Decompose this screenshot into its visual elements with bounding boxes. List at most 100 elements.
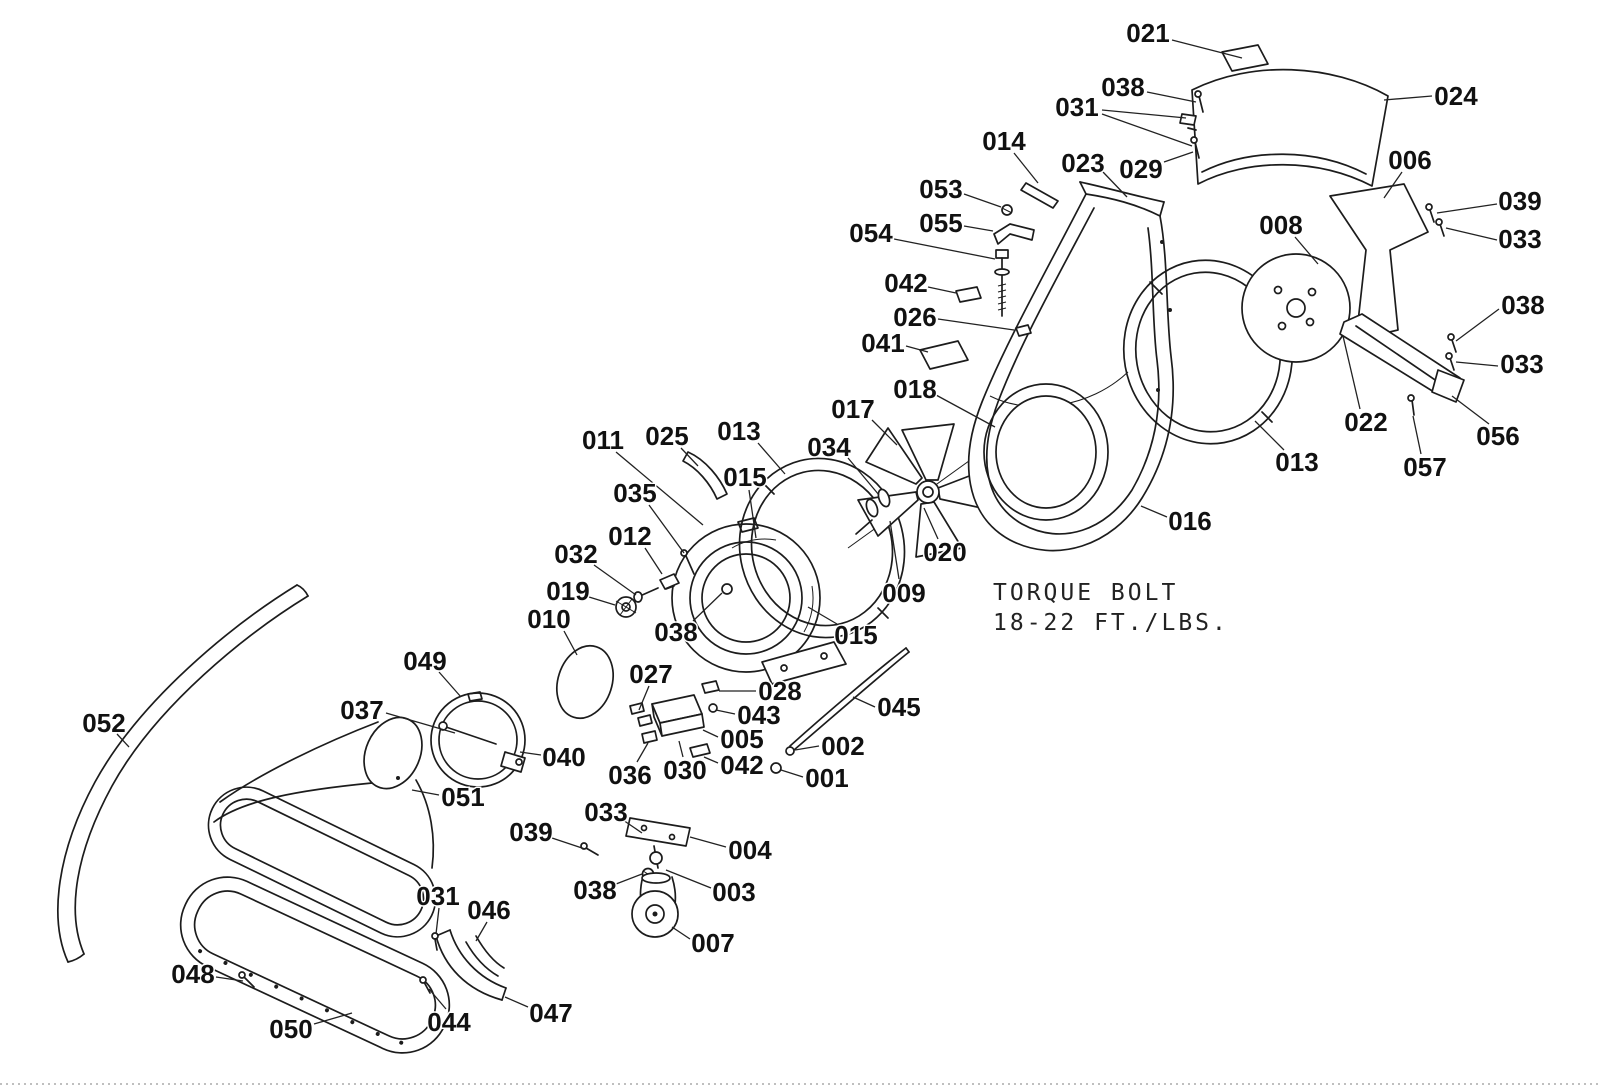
leader-line-033 [1455,361,1499,367]
part-label-015: 015 [723,462,766,492]
torque-note: TORQUE BOLT 18-22 FT./LBS. [993,580,1229,636]
leader-line-048 [215,976,244,982]
part-label-010: 010 [527,604,570,634]
part-label-054: 054 [849,218,893,248]
part-label-018: 018 [893,374,936,404]
part-label-008: 008 [1259,210,1302,240]
part-label-029: 029 [1119,154,1162,184]
part-label-039: 039 [509,817,552,847]
torque-note-line2: 18-22 FT./LBS. [993,610,1229,636]
leader-line-055 [963,225,994,232]
leader-line-008 [1294,236,1319,265]
leader-line-005 [702,729,719,738]
part-label-038: 038 [1501,290,1544,320]
blower-housing-plate [671,517,847,685]
blower-scroll-housing [967,181,1174,552]
leader-line-027 [638,685,650,711]
support-bracket [1339,203,1465,416]
part-label-014: 014 [982,126,1026,156]
leader-line-013 [1254,420,1285,451]
part-label-016: 016 [1168,506,1211,536]
switch-assembly [629,680,720,758]
leader-line-010 [563,630,578,656]
leader-line-037 [385,712,456,734]
caster-assembly [580,817,691,938]
part-label-055: 055 [919,208,962,238]
leader-line-016 [1140,505,1168,518]
leader-line-013 [757,442,786,475]
part-label-035: 035 [613,478,656,508]
part-label-044: 044 [427,1007,471,1037]
intake-horn [207,716,437,938]
leader-line-022 [1342,335,1361,410]
leader-line-017 [871,419,898,446]
leader-line-053 [963,193,1002,208]
leader-line-057 [1412,415,1422,455]
part-label-038: 038 [1101,72,1144,102]
leader-line-026 [937,318,1015,331]
leader-line-033 [622,819,643,834]
leader-line-009 [889,520,900,580]
leader-line-021 [1171,39,1243,59]
handle-strip [682,451,728,500]
part-label-043: 043 [737,700,780,730]
part-label-030: 030 [663,755,706,785]
motor-plate [1241,253,1351,363]
part-label-011: 011 [582,425,624,455]
part-label-037: 037 [340,695,383,725]
leader-line-041 [905,345,929,353]
part-label-038: 038 [654,617,697,647]
leader-line-012 [644,547,663,575]
part-label-007: 007 [691,928,734,958]
leader-line-043 [715,709,736,715]
housing-hardware [919,182,1059,370]
leader-line-023 [1102,171,1128,198]
leader-line-025 [680,447,699,467]
leader-line-020 [923,507,939,540]
leader-line-039 [1436,203,1498,214]
leader-line-044 [428,988,447,1010]
part-label-033: 033 [1498,224,1541,254]
leader-line-032 [593,564,637,596]
part-label-005: 005 [720,724,763,754]
part-label-017: 017 [831,394,874,424]
part-label-042: 042 [884,268,927,298]
leader-line-051 [411,789,440,796]
leader-line-040 [519,751,542,756]
part-label-028: 028 [758,676,801,706]
part-label-027: 027 [629,659,672,689]
part-label-020: 020 [923,537,966,567]
part-label-053: 053 [919,174,962,204]
clamp-ring [430,691,526,788]
part-label-022: 022 [1344,407,1387,437]
leader-line-038 [692,592,723,622]
part-label-009: 009 [882,578,925,608]
leader-line-030 [678,740,684,758]
part-label-046: 046 [467,895,510,925]
part-label-004: 004 [728,835,772,865]
leader-line-033 [1445,227,1498,241]
part-label-033: 033 [1500,349,1543,379]
part-label-031: 031 [1055,92,1098,122]
leader-line-038 [1455,308,1500,342]
part-label-042: 042 [720,750,763,780]
part-label-001: 001 [805,763,848,793]
leader-line-038 [615,873,643,885]
part-label-033: 033 [584,797,627,827]
part-label-056: 056 [1476,421,1519,451]
part-label-031: 031 [416,881,459,911]
leader-line-002 [794,745,820,751]
part-label-040: 040 [542,742,585,772]
base-tray [179,876,451,1054]
part-label-038: 038 [573,875,616,905]
leader-line-047 [504,996,529,1008]
leader-line-024 [1383,95,1433,101]
leader-line-029 [1163,151,1194,163]
leader-line-003 [665,869,712,889]
leader-line-036 [636,742,649,763]
leader-line-001 [780,769,804,778]
part-label-019: 019 [546,576,589,606]
part-label-051: 051 [441,782,484,812]
